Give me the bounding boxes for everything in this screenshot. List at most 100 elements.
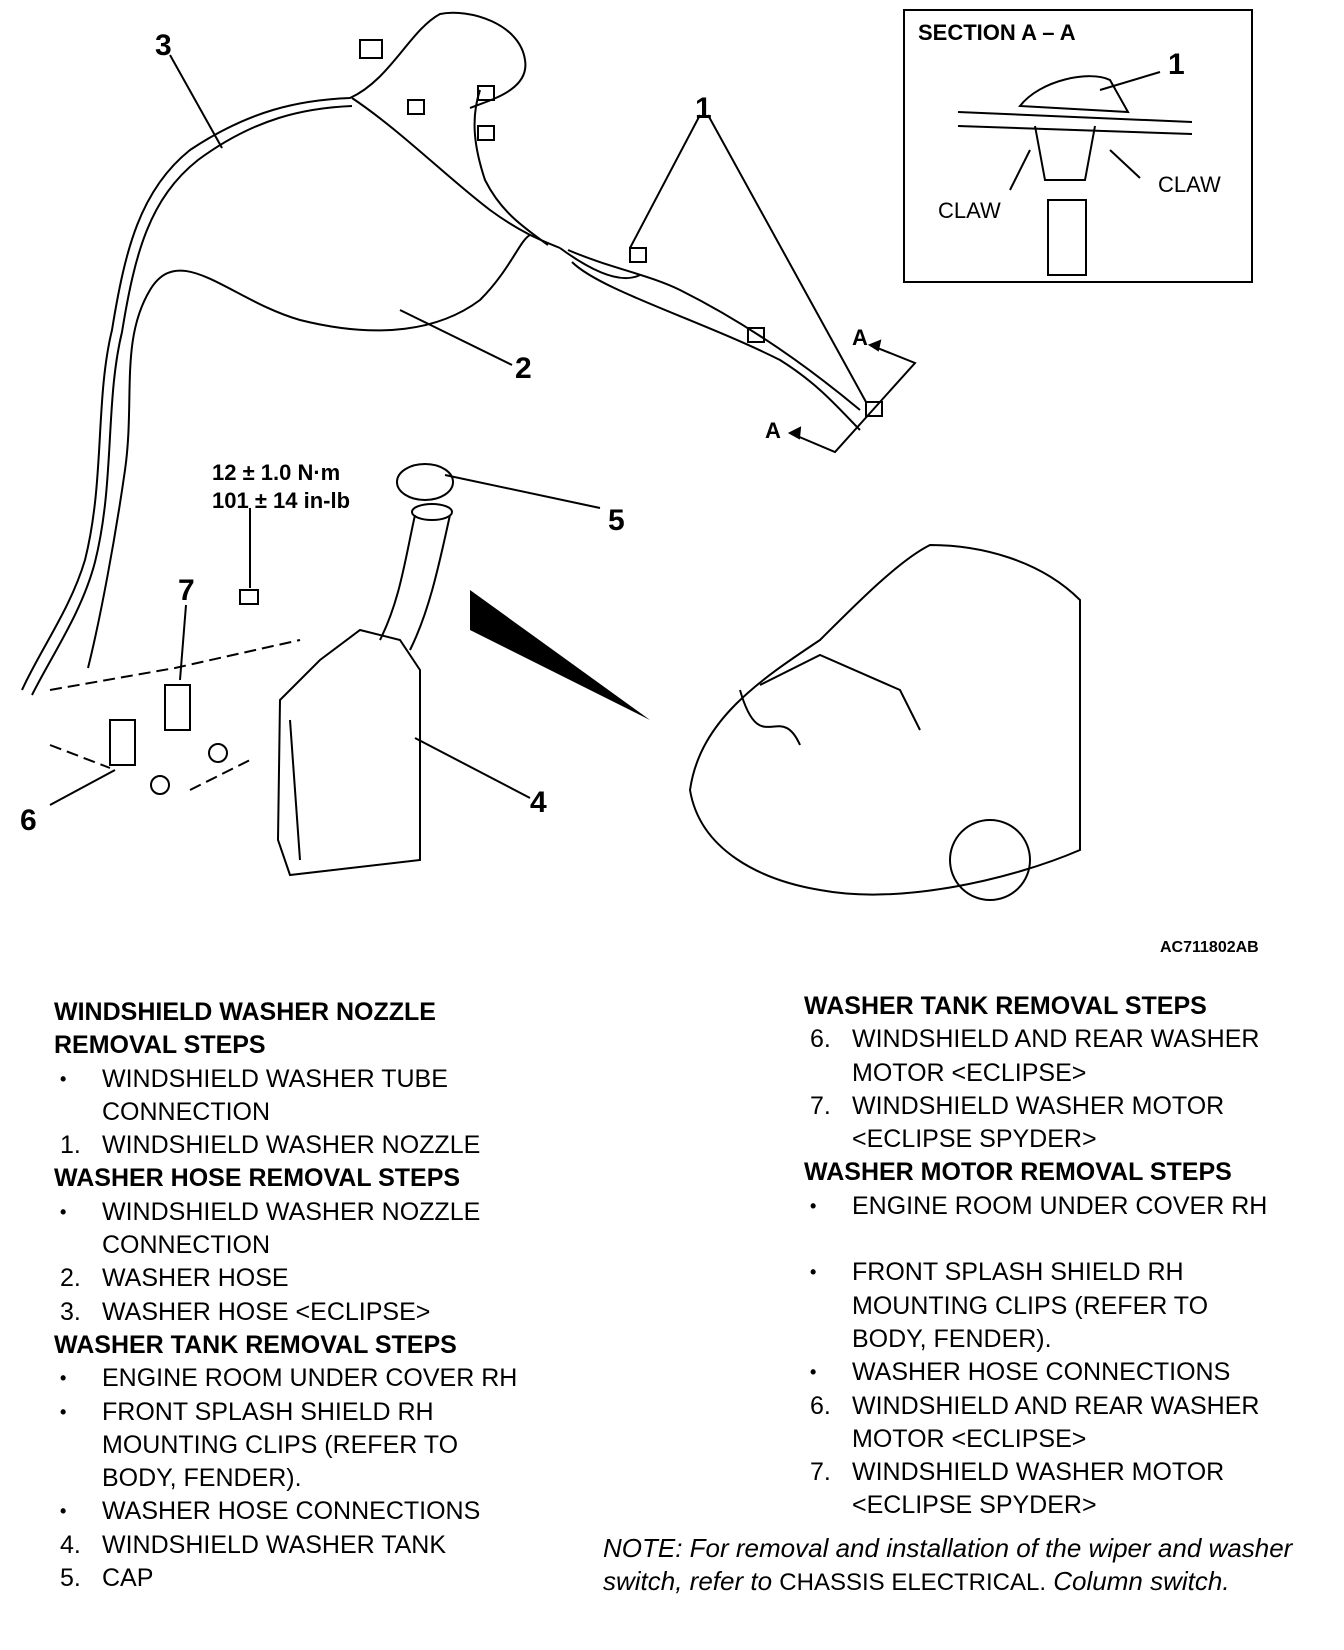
callout-3: 3 <box>155 29 172 62</box>
step-marker: • <box>810 1195 817 1216</box>
vehicle-outline <box>688 543 1081 896</box>
note-ref-chassis[interactable]: CHASSIS ELECTRICAL <box>779 1569 1040 1596</box>
note-ref-column-switch[interactable]: Column switch <box>1053 1566 1223 1596</box>
steps-heading: WASHER MOTOR REMOVAL STEPS <box>804 1158 1232 1187</box>
note: NOTE: For removal and installation of th… <box>603 1533 1293 1596</box>
step-item: 6. WINDSHIELD AND REAR WASHER MOTOR <ECLIP… <box>804 1023 1344 1090</box>
steps-heading: WASHER TANK REMOVAL STEPS <box>54 1330 457 1359</box>
step-line: MOTOR <ECLIPSE> <box>852 1424 1087 1453</box>
left-steps-column: WINDSHIELD WASHER NOZZLE REMOVAL STEPS • WI… <box>54 996 614 1595</box>
section-a-a-box <box>903 9 1253 283</box>
figure-code: AC711802AB <box>1160 939 1259 956</box>
step-item: • FRONT SPLASH SHIELD RH MOUNTING CLIPS (R… <box>54 1396 614 1496</box>
callout-5: 5 <box>608 504 625 537</box>
callout-1: 1 <box>695 92 712 125</box>
step-item: 7. WINDSHIELD WASHER MOTOR <ECLIPSE SPYDER… <box>804 1456 1344 1523</box>
step-item: •ENGINE ROOM UNDER COVER RH <box>804 1190 1344 1257</box>
note-lead: NOTE: For removal and installation of th… <box>603 1533 1293 1596</box>
step-line: WASHER HOSE <box>102 1264 289 1293</box>
step-text: WASHER HOSE <box>102 1262 614 1295</box>
nozzle-section <box>1018 75 1130 114</box>
hose-clip <box>359 39 383 59</box>
step-marker: • <box>60 1401 67 1422</box>
step-marker: 3. <box>60 1297 81 1326</box>
step-item: 2. WASHER HOSE <box>54 1262 614 1295</box>
washer-system-diagram: 3 2 1 5 4 6 7 12 ± 1.0 N·m 101 ± 14 in-l… <box>20 9 1259 956</box>
step-marker: 2. <box>60 1264 81 1293</box>
step-marker: 6. <box>810 1391 831 1420</box>
step-text: WINDSHIELD WASHER TANK <box>102 1529 614 1562</box>
step-text: WINDSHIELD AND REAR WASHER MOTOR <ECLIPSE… <box>852 1390 1344 1457</box>
step-text: WASHER HOSE CONNECTIONS <box>102 1495 614 1528</box>
step-line: <ECLIPSE SPYDER> <box>852 1125 1097 1154</box>
step-item: 6. WINDSHIELD AND REAR WASHER MOTOR <ECLIP… <box>804 1390 1344 1457</box>
step-line: WINDSHIELD WASHER MOTOR <box>852 1458 1225 1487</box>
torque-inlb: 101 ± 14 in-lb <box>212 488 350 513</box>
step-line: CONNECTION <box>102 1231 271 1260</box>
step-marker: • <box>60 1201 67 1222</box>
steps-heading: WASHER HOSE REMOVAL STEPS <box>54 1164 461 1193</box>
step-line: WASHER HOSE CONNECTIONS <box>852 1358 1231 1387</box>
step-marker: 6. <box>810 1025 831 1054</box>
washer-nozzle-left <box>629 247 647 263</box>
step-line: CAP <box>102 1564 154 1593</box>
step-item: •ENGINE ROOM UNDER COVER RH <box>54 1362 614 1395</box>
step-item: • WASHER HOSE CONNECTIONS <box>54 1495 614 1528</box>
step-text: WINDSHIELD AND REAR WASHER MOTOR <ECLIPSE… <box>852 1023 1344 1090</box>
step-text: WINDSHIELD WASHER MOTOR <ECLIPSE SPYDER> <box>852 1456 1344 1523</box>
step-item: 7. WINDSHIELD WASHER MOTOR <ECLIPSE SPYDER… <box>804 1090 1344 1157</box>
step-line: WASHER HOSE CONNECTIONS <box>102 1497 481 1526</box>
washer-tank-cap <box>396 463 454 501</box>
washer-motor-spyder <box>164 684 191 731</box>
step-line: CONNECTION <box>102 1097 271 1126</box>
step-marker: 7. <box>810 1458 831 1487</box>
step-marker: • <box>60 1501 67 1522</box>
step-text: WASHER HOSE CONNECTIONS <box>852 1356 1344 1389</box>
callout-2: 2 <box>515 352 532 385</box>
step-line: <ECLIPSE SPYDER> <box>852 1491 1097 1520</box>
washer-hose-eclipse <box>21 11 527 691</box>
washer-nozzle-right <box>865 401 883 417</box>
callout-4: 4 <box>530 786 547 819</box>
step-text: FRONT SPLASH SHIELD RH MOUNTING CLIPS (RE… <box>102 1396 614 1496</box>
section-callout-1: 1 <box>1168 48 1185 81</box>
step-line: BODY, FENDER). <box>852 1324 1052 1353</box>
step-text: WINDSHIELD WASHER NOZZLE <box>102 1129 614 1162</box>
section-marker-bottom: A <box>765 418 781 443</box>
step-marker: 7. <box>810 1091 831 1120</box>
step-text: WINDSHIELD WASHER MOTOR <ECLIPSE SPYDER> <box>852 1090 1344 1157</box>
step-line: WINDSHIELD AND REAR WASHER <box>852 1391 1260 1420</box>
step-line: MOTOR <ECLIPSE> <box>852 1058 1087 1087</box>
torque-nm: 12 ± 1.0 N·m <box>212 460 340 485</box>
callout-7: 7 <box>178 574 195 607</box>
step-line: WINDSHIELD AND REAR WASHER <box>852 1025 1260 1054</box>
step-line: FRONT SPLASH SHIELD RH <box>102 1397 434 1426</box>
step-line: MOUNTING CLIPS (REFER TO <box>102 1430 459 1459</box>
step-item: 4. WINDSHIELD WASHER TANK <box>54 1529 614 1562</box>
claw-label-left: CLAW <box>938 198 1001 223</box>
steps-heading: WASHER TANK REMOVAL STEPS <box>804 992 1207 1020</box>
steps-heading: REMOVAL STEPS <box>54 1031 266 1060</box>
step-line: ENGINE ROOM UNDER COVER RH <box>102 1364 518 1393</box>
step-marker: 4. <box>60 1530 81 1559</box>
step-item: 1. WINDSHIELD WASHER NOZZLE <box>54 1129 614 1162</box>
step-line: FRONT SPLASH SHIELD RH <box>852 1258 1184 1287</box>
step-item: 3. WASHER HOSE <ECLIPSE> <box>54 1296 614 1329</box>
step-text: WASHER HOSE <ECLIPSE> <box>102 1296 614 1329</box>
section-marker-top: A <box>852 325 868 350</box>
step-line: WINDSHIELD WASHER TANK <box>102 1530 447 1559</box>
step-line: WINDSHIELD WASHER MOTOR <box>852 1091 1225 1120</box>
step-line: WASHER HOSE <ECLIPSE> <box>102 1297 431 1326</box>
step-text: CAP <box>102 1562 614 1595</box>
step-text: ENGINE ROOM UNDER COVER RH <box>102 1362 614 1395</box>
step-marker: 1. <box>60 1131 81 1160</box>
step-line <box>852 1223 1344 1256</box>
step-line: MOUNTING CLIPS (REFER TO <box>852 1291 1209 1320</box>
step-item: 5. CAP <box>54 1562 614 1595</box>
step-marker: 5. <box>60 1564 81 1593</box>
section-title: SECTION A – A <box>918 20 1076 45</box>
